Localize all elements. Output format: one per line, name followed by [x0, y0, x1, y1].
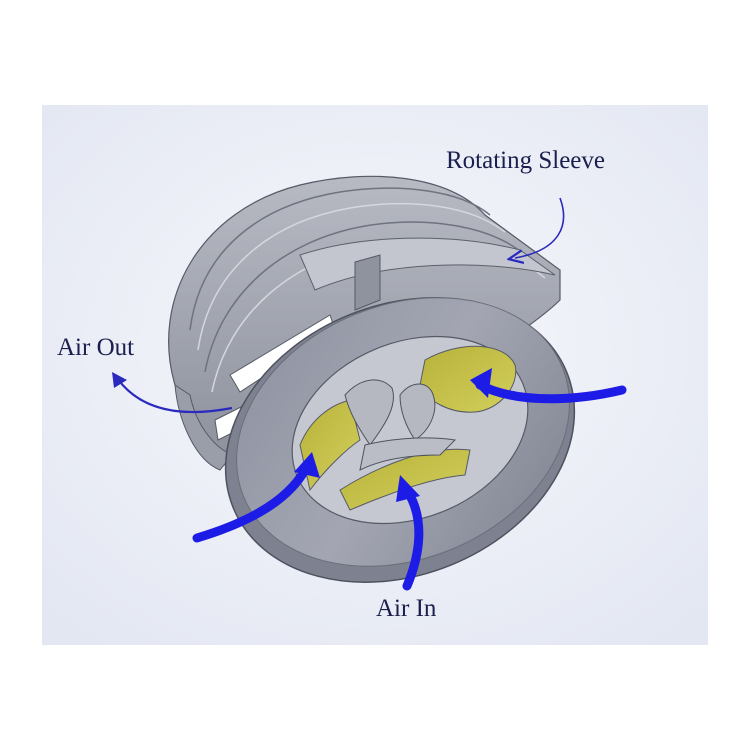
flow-arrow-left — [192, 465, 310, 543]
yellow-insert-bottom — [339, 448, 471, 511]
air-in-arrows — [192, 368, 627, 591]
flow-arrow-right — [475, 380, 627, 404]
front-face — [224, 297, 576, 583]
rotating-sleeve-label: Rotating Sleeve — [446, 147, 605, 174]
pointer-arrow-air-out — [116, 377, 233, 414]
pointer-arrows — [112, 197, 565, 414]
pointer-arrow-sleeve — [515, 197, 565, 258]
air-in-label: Air In — [376, 595, 437, 622]
flow-arrow-bottom — [402, 487, 424, 591]
air-out-label: Air Out — [57, 334, 135, 361]
